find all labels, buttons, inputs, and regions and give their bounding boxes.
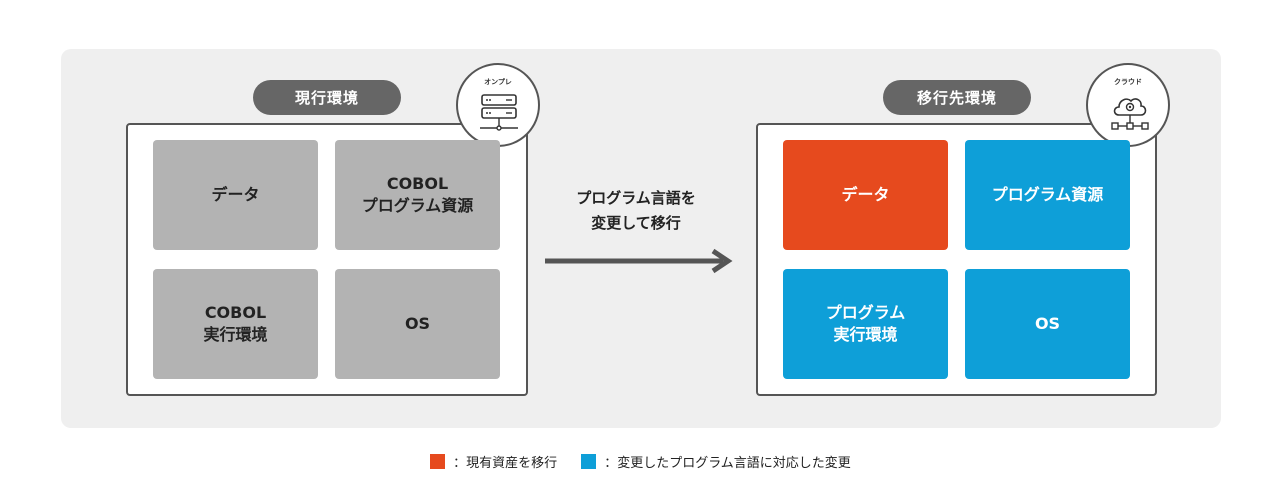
legend-swatch-orange xyxy=(430,454,446,469)
cloud-network-icon xyxy=(1111,98,1149,130)
target-program-box: プログラム資源 xyxy=(965,140,1130,250)
current-data-label: データ xyxy=(211,185,260,204)
onpremise-label: オンプレ xyxy=(484,78,512,86)
legend: ：現有資産を移行 ：変更したプログラム言語に対応した変更 xyxy=(0,452,1281,471)
current-data-box: データ xyxy=(153,140,318,250)
legend-text-change: ：変更したプログラム言語に対応した変更 xyxy=(604,456,851,471)
migration-label: プログラム言語を 変更して移行 xyxy=(576,189,696,232)
target-os-box: OS xyxy=(965,269,1130,379)
target-runtime-box: プログラム 実行環境 xyxy=(783,269,948,379)
current-cobol-program-box: COBOL プログラム資源 xyxy=(335,140,500,250)
target-data-box: データ xyxy=(783,140,948,250)
current-os-box: OS xyxy=(335,269,500,379)
current-os-label: OS xyxy=(404,314,431,333)
current-cobol-runtime-label: COBOL 実行環境 xyxy=(203,303,268,344)
target-data-label: データ xyxy=(841,185,890,204)
cloud-label: クラウド xyxy=(1114,78,1142,86)
target-env-title: 移行先環境 xyxy=(883,80,1031,115)
cloud-badge: クラウド xyxy=(1086,63,1170,147)
right-arrow-icon xyxy=(545,248,733,274)
onpremise-badge: オンプレ xyxy=(456,63,540,147)
legend-text-migrate: ：現有資産を移行 xyxy=(453,456,558,471)
target-os-label: OS xyxy=(1034,314,1061,333)
current-env-title: 現行環境 xyxy=(253,80,401,115)
legend-item-migrate: ：現有資産を移行 xyxy=(430,452,557,471)
current-cobol-runtime-box: COBOL 実行環境 xyxy=(153,269,318,379)
legend-item-change: ：変更したプログラム言語に対応した変更 xyxy=(581,452,851,471)
current-cobol-program-label: COBOL プログラム資源 xyxy=(361,174,474,215)
server-icon xyxy=(480,94,518,131)
target-runtime-label: プログラム 実行環境 xyxy=(825,303,906,344)
target-program-label: プログラム資源 xyxy=(991,185,1104,204)
legend-swatch-blue xyxy=(581,454,597,469)
